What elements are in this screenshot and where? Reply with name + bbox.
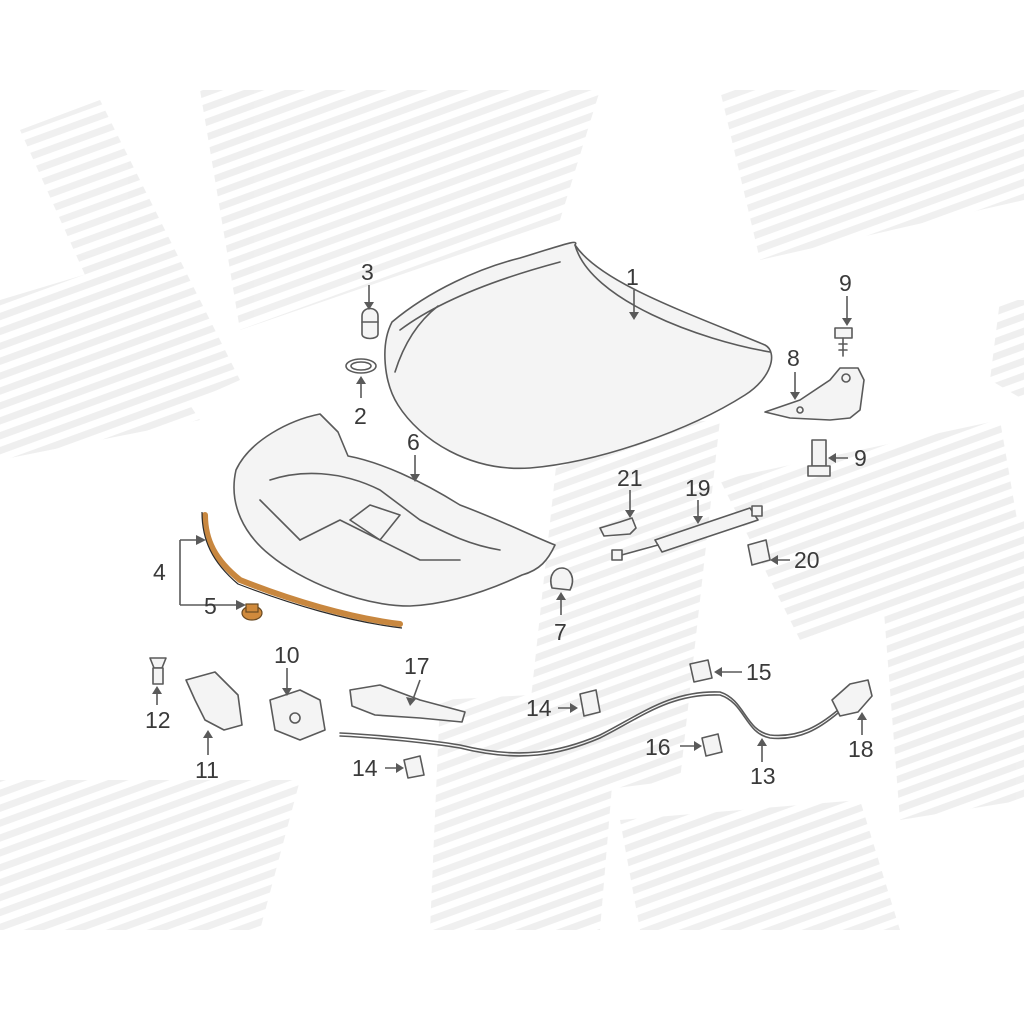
clip-part-14-upper[interactable] <box>579 689 601 717</box>
clip-part-20[interactable] <box>747 539 771 566</box>
callout-7: 7 <box>554 619 567 645</box>
watermark <box>0 90 1024 930</box>
callout-21: 21 <box>617 465 643 491</box>
clip-part-14-lower[interactable] <box>403 755 425 779</box>
hood-part-1[interactable] <box>384 241 773 470</box>
gas-strut-part-19[interactable] <box>611 505 763 561</box>
callout-14-lower: 14 <box>352 755 378 781</box>
bolt-part-9-lower[interactable] <box>807 439 831 477</box>
callout-19: 19 <box>685 475 711 501</box>
release-cable-part-13[interactable] <box>339 691 839 757</box>
clip-part-15[interactable] <box>689 659 713 683</box>
leader-lines <box>152 285 867 773</box>
hood-seal-part-4[interactable] <box>201 511 403 629</box>
bracket-part-11[interactable] <box>185 671 243 731</box>
callout-15: 15 <box>746 659 772 685</box>
callout-4: 4 <box>153 559 166 585</box>
hinge-part-8[interactable] <box>764 367 865 421</box>
callout-3: 3 <box>361 259 374 285</box>
bumper-stop-part-3[interactable] <box>361 307 379 340</box>
callout-12: 12 <box>145 707 171 733</box>
release-handle-part-18[interactable] <box>831 679 873 717</box>
callout-9-upper: 9 <box>839 270 852 296</box>
clip-part-5[interactable] <box>241 603 263 621</box>
hood-insulator-part-6[interactable] <box>233 413 556 607</box>
callout-14-upper: 14 <box>526 695 552 721</box>
callout-2: 2 <box>354 403 367 429</box>
callout-18: 18 <box>848 736 874 762</box>
clip-part-16[interactable] <box>701 733 723 757</box>
callout-6: 6 <box>407 429 420 455</box>
bolt-part-9-upper[interactable] <box>834 327 853 357</box>
callout-1: 1 <box>626 264 639 290</box>
callout-9-lower: 9 <box>854 445 867 471</box>
hood-latch-part-10[interactable] <box>269 689 326 741</box>
callout-13: 13 <box>750 763 776 789</box>
callout-5: 5 <box>204 593 217 619</box>
bumper-part-7[interactable] <box>550 567 574 591</box>
ring-seal-part-2[interactable] <box>345 358 377 374</box>
callout-11: 11 <box>195 757 219 783</box>
bracket-part-21[interactable] <box>599 517 637 537</box>
callout-10: 10 <box>274 642 300 668</box>
push-pin-part-12[interactable] <box>149 657 167 685</box>
callout-labels: 1 2 3 4 5 6 7 8 9 9 10 11 12 13 14 14 15… <box>145 259 874 789</box>
callout-17: 17 <box>404 653 430 679</box>
callout-8: 8 <box>787 345 800 371</box>
callout-20: 20 <box>794 547 820 573</box>
latch-cover-part-17[interactable] <box>349 684 466 723</box>
callout-16: 16 <box>645 734 671 760</box>
